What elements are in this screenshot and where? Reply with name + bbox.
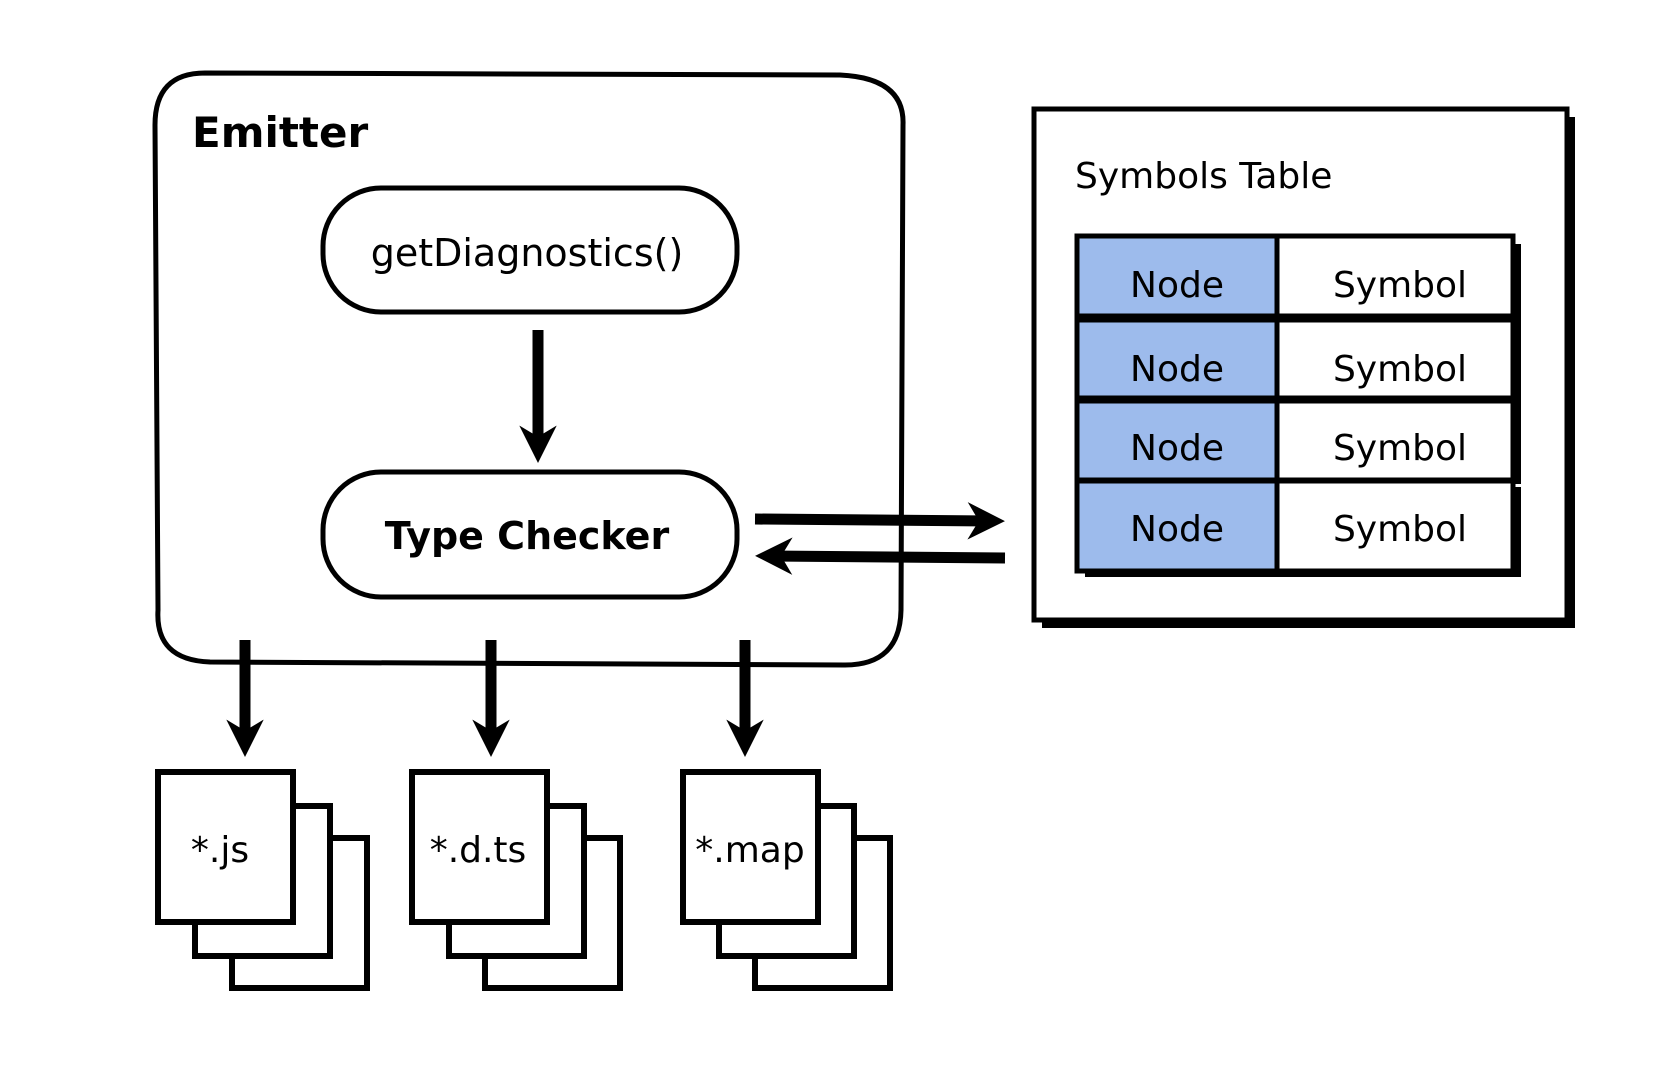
output-file-stack-map: *.map xyxy=(680,769,893,991)
arrow-checker-to-symbols xyxy=(754,502,1005,540)
file-label: *.map xyxy=(695,830,804,871)
symbols-table-title: Symbols Table xyxy=(1075,156,1332,197)
file-page-front xyxy=(680,769,821,925)
table-row: Node Symbol xyxy=(1074,233,1521,324)
node-label: Node xyxy=(1130,428,1224,469)
arrow-symbols-to-checker xyxy=(755,537,1006,575)
node-label: Node xyxy=(1130,265,1224,306)
symbol-cell xyxy=(1274,233,1516,319)
type-checker-label: Type Checker xyxy=(385,514,670,558)
type-checker-shape xyxy=(320,469,740,600)
get-diagnostics-shape xyxy=(320,185,740,315)
node-label: Node xyxy=(1130,349,1224,390)
symbol-cell xyxy=(1274,478,1516,574)
output-file-stack-dts: *.d.ts xyxy=(409,769,623,991)
node-cell xyxy=(1074,317,1280,401)
node-label: Node xyxy=(1130,509,1224,550)
file-label: *.js xyxy=(191,830,249,871)
emitter-title: Emitter xyxy=(192,108,368,157)
symbol-cell xyxy=(1274,398,1516,483)
symbol-label: Symbol xyxy=(1333,349,1467,390)
node-cell xyxy=(1074,233,1280,319)
symbols-table-box: Symbols Table Node Symbol Node Symbol No… xyxy=(1031,106,1575,628)
table-row: Node Symbol xyxy=(1074,478,1521,577)
get-diagnostics-node: getDiagnostics() xyxy=(320,185,740,315)
symbol-label: Symbol xyxy=(1333,428,1467,469)
file-page-front xyxy=(155,769,296,925)
symbol-label: Symbol xyxy=(1333,265,1467,306)
type-checker-node: Type Checker xyxy=(320,469,740,600)
file-page-front xyxy=(409,769,550,925)
node-cell xyxy=(1074,478,1280,574)
table-row: Node Symbol xyxy=(1074,398,1521,484)
get-diagnostics-label: getDiagnostics() xyxy=(371,231,684,275)
output-file-stack-js: *.js xyxy=(155,769,370,991)
table-row: Node Symbol xyxy=(1074,317,1521,404)
symbol-cell xyxy=(1274,317,1516,401)
file-label: *.d.ts xyxy=(430,830,527,871)
symbol-label: Symbol xyxy=(1333,509,1467,550)
